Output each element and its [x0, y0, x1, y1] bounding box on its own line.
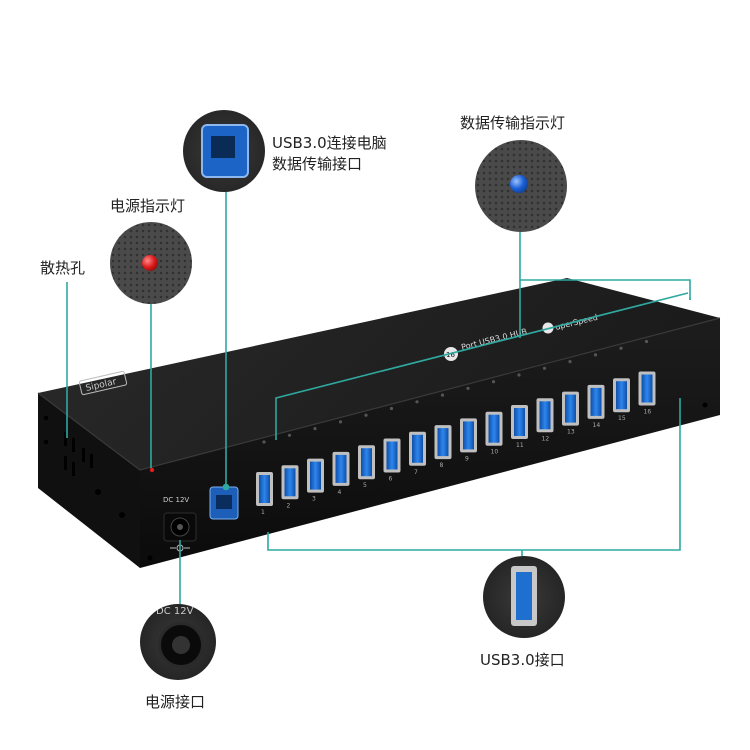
port-led-dot: [287, 433, 292, 437]
port-led-dot: [389, 406, 394, 411]
data-led-zoom: [475, 140, 567, 232]
front-rivets: [147, 402, 708, 561]
port-number: 6: [389, 476, 393, 483]
usb-a-port: [511, 405, 528, 439]
usb-b-callout: USB3.0连接电脑 数据传输接口: [272, 133, 387, 175]
port-number: 3: [312, 496, 316, 503]
leader-lines: [66, 185, 691, 605]
port-led-dot: [415, 400, 419, 404]
port-led-dot: [262, 440, 266, 444]
usb-b-callout-line2: 数据传输接口: [272, 155, 363, 173]
port-number: 8: [440, 462, 444, 469]
port-number: 10: [491, 449, 499, 456]
usb-a-port: [256, 472, 273, 506]
port-number: 5: [363, 482, 367, 489]
hub-end-face: [38, 393, 140, 568]
usb-a-port: [409, 431, 426, 466]
dc-label: DC 12V: [163, 496, 189, 504]
port-number: 12: [542, 435, 550, 442]
usb-a-port: [358, 445, 375, 480]
port-number: 15: [618, 415, 626, 422]
port-led-dot: [517, 373, 521, 377]
usb-b-callout-line1: USB3.0连接电脑: [272, 134, 387, 152]
usb-a-port: [536, 398, 554, 433]
hub-power-led: [149, 467, 155, 473]
power-led-zoom: [110, 222, 192, 304]
power-jack-icon: [158, 622, 204, 668]
data-led-callout: 数据传输指示灯: [460, 114, 566, 132]
port-led-dot: [619, 346, 623, 350]
power-jack-callout: 电源接口: [145, 693, 206, 711]
vent-holes: [43, 415, 125, 518]
power-led-callout: 电源指示灯: [110, 197, 186, 215]
port-number: 7: [414, 469, 418, 476]
port-led-dots: [262, 339, 649, 444]
usb-a-port: [638, 371, 656, 406]
port-number: 16: [644, 409, 652, 416]
usb-a-port: [613, 378, 630, 413]
power-jack-zoom: DC 12V: [140, 604, 216, 680]
power-led-icon: [142, 255, 158, 271]
hub-edge: [37, 317, 721, 471]
usb-b-zoom: [183, 110, 265, 192]
port-number: 1: [261, 509, 265, 516]
port-led-dot: [440, 393, 445, 397]
brand-plate: [78, 370, 128, 396]
usb3-port-icon: [511, 566, 537, 626]
usb-a-port: [434, 425, 452, 460]
usb-b-connector-icon: [201, 124, 249, 178]
usb-a-port: [587, 384, 605, 419]
port-led-dot: [466, 386, 470, 390]
port-number: 2: [287, 502, 291, 509]
port-led-dot: [644, 339, 649, 344]
usb-a-port: [460, 418, 477, 453]
usb-a-port: [485, 411, 503, 446]
data-led-icon: [510, 175, 528, 193]
port-led-dot: [313, 427, 317, 431]
usb-a-port: [281, 465, 299, 500]
port-led-dot: [491, 380, 496, 384]
power-jack-zoom-label: DC 12V: [156, 606, 194, 617]
hub-front-face: [140, 318, 720, 568]
usb3-port-zoom: [483, 556, 565, 638]
port-number: 4: [338, 489, 342, 496]
port-number: 13: [567, 429, 575, 436]
usb-a-port: [332, 451, 350, 486]
usb-a-port: [562, 391, 579, 426]
port-led-dot: [338, 420, 343, 424]
usb-a-port: [307, 458, 324, 493]
port-led-dot: [364, 413, 368, 417]
usb-a-port: [383, 438, 401, 473]
port-led-dot: [542, 366, 547, 370]
usb3-port-callout: USB3.0接口: [480, 651, 565, 669]
vents-callout: 散热孔: [40, 259, 86, 277]
port-led-dot: [568, 360, 572, 364]
usb-a-port-row: [256, 371, 656, 506]
port-number: 9: [465, 455, 469, 462]
port-number: 11: [516, 442, 524, 449]
port-led-dot: [593, 353, 598, 357]
port-count-text: 16: [446, 351, 455, 359]
port-number: 14: [593, 422, 601, 429]
